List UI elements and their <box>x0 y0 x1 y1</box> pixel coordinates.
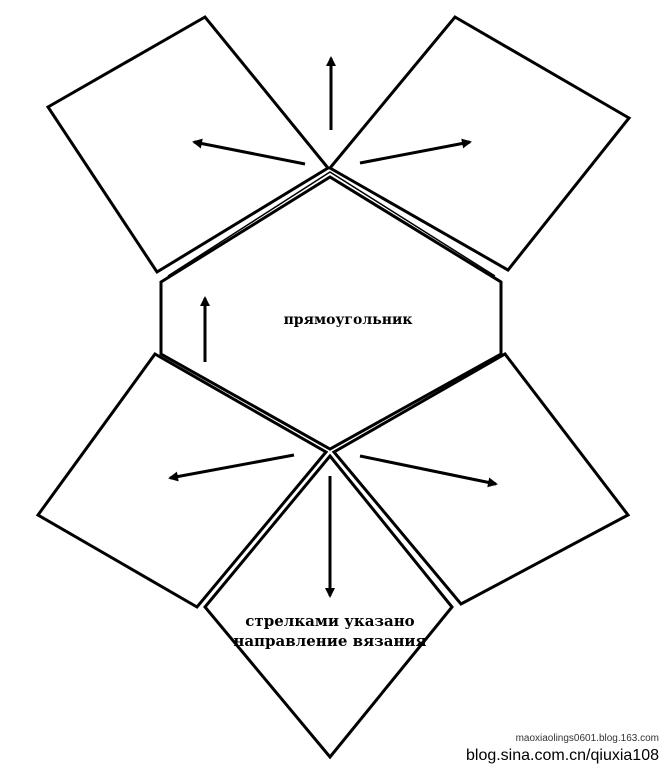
note-line-1: стрелками указано <box>245 612 414 630</box>
top-left-square <box>45 15 331 275</box>
center-label: прямоугольник <box>284 312 413 328</box>
top-right-square <box>327 15 632 272</box>
bottom-right-square <box>331 352 631 606</box>
arrow-bottom-left <box>168 453 295 482</box>
center-hexagon <box>159 175 503 451</box>
center-hexagon-inner-edge <box>167 171 496 277</box>
arrow-top-left <box>192 138 306 166</box>
arrow-bottom-right <box>359 454 498 488</box>
arrow-top-right <box>359 138 472 165</box>
watermark-secondary: maoxiaolings0601.blog.163.com <box>516 733 659 744</box>
bottom-diamond <box>203 453 454 760</box>
bottom-left-square <box>35 352 329 609</box>
watermark-main: blog.sina.com.cn/qiuxia108 <box>466 747 659 764</box>
note-line-2: направление вязания <box>233 632 426 650</box>
